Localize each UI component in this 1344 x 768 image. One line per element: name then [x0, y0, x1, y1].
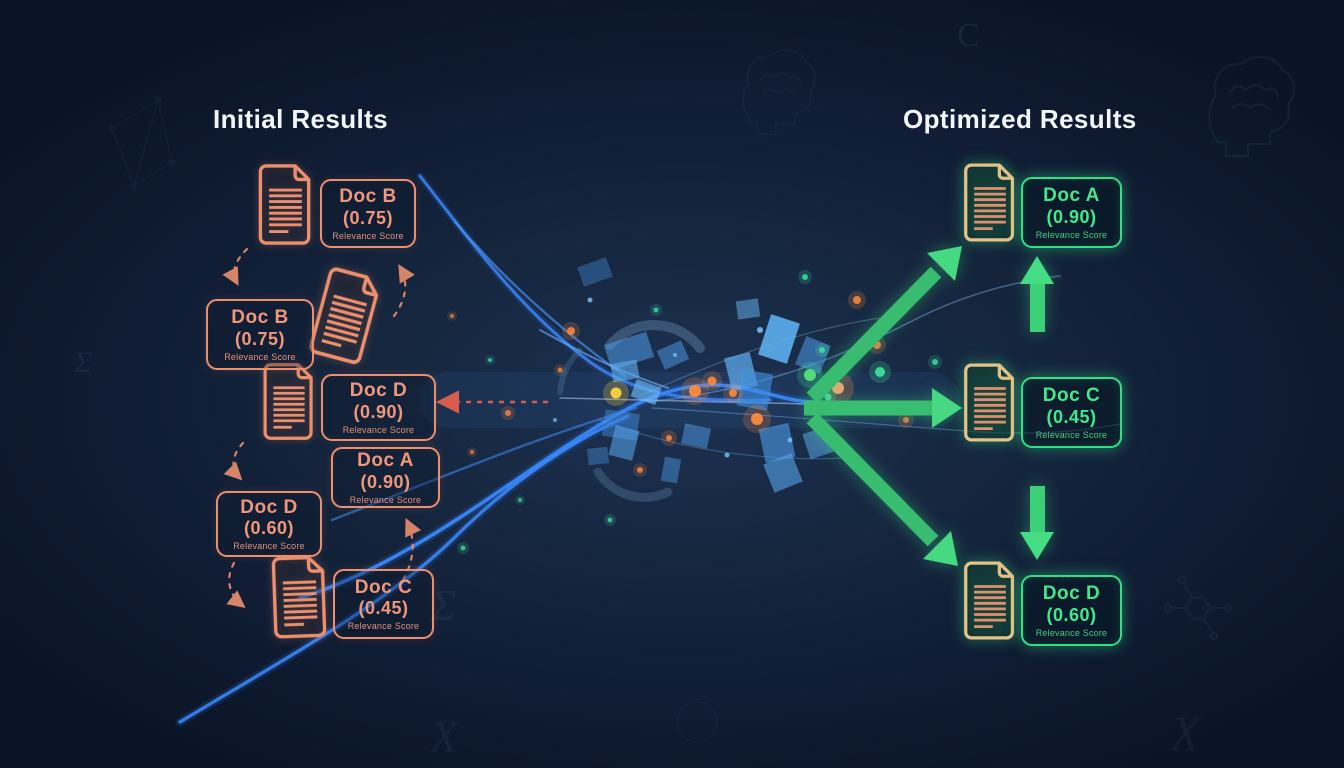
document-icon — [962, 161, 1018, 244]
initial-doc-card: Doc C (0.45) Relevance Score — [333, 569, 434, 639]
document-icon — [305, 264, 387, 368]
doc-name: Doc A — [357, 450, 414, 472]
doc-score: (0.75) — [342, 207, 394, 228]
doc-score: (0.75) — [234, 328, 286, 349]
sigma-glyph: Σ — [73, 346, 92, 379]
doc-name: Doc A — [1043, 185, 1100, 207]
glow-particles — [447, 270, 942, 554]
document-icon — [260, 362, 318, 441]
score-label: Relevance Score — [224, 351, 296, 362]
c-glyph: C — [957, 17, 980, 54]
document-icon — [962, 559, 1018, 642]
network-icon — [108, 96, 176, 190]
initial-doc-card: Doc A (0.90) Relevance Score — [331, 447, 440, 508]
doc-score: (0.45) — [1046, 406, 1097, 427]
document-icon — [256, 163, 315, 246]
optimized-doc-card: Doc D (0.60) Relevance Score — [1021, 575, 1122, 646]
initial-results-title: Initial Results — [213, 104, 389, 134]
score-label: Relevance Score — [347, 621, 420, 632]
initial-doc-card: Doc B (0.75) Relevance Score — [320, 179, 416, 248]
x-glyph: X — [1168, 705, 1203, 761]
doc-score: (0.60) — [1046, 604, 1097, 625]
score-label: Relevance Score — [342, 424, 415, 435]
doc-score: (0.90) — [1046, 206, 1097, 227]
molecule-icon — [1163, 575, 1233, 641]
score-label: Relevance Score — [332, 230, 404, 241]
doc-name: Doc D — [349, 380, 408, 402]
x-glyph: X — [428, 711, 460, 762]
doc-name: Doc C — [354, 576, 413, 598]
doc-score: (0.90) — [353, 401, 404, 422]
doc-score: (0.90) — [360, 471, 411, 492]
light-beam — [420, 372, 960, 428]
doc-name: Doc D — [240, 496, 298, 518]
brain-icon — [742, 49, 817, 135]
score-label: Relevance Score — [1035, 429, 1108, 440]
doc-score: (0.60) — [243, 518, 295, 539]
circle-glyph — [676, 701, 718, 743]
doc-name: Doc C — [1042, 385, 1101, 407]
doc-score: (0.45) — [358, 598, 409, 619]
brain-icon — [1208, 55, 1296, 157]
optimized-doc-card: Doc C (0.45) Relevance Score — [1021, 377, 1122, 448]
initial-doc-card: Doc B (0.75) Relevance Score — [206, 299, 314, 370]
initial-doc-card: Doc D (0.60) Relevance Score — [216, 491, 322, 557]
doc-name: Doc B — [231, 307, 289, 329]
score-label: Relevance Score — [349, 494, 422, 505]
doc-name: Doc B — [339, 186, 397, 208]
document-icon — [962, 361, 1018, 444]
score-label: Relevance Score — [1035, 229, 1108, 240]
document-fragments — [577, 257, 834, 493]
document-icon — [269, 554, 332, 640]
initial-doc-card: Doc D (0.90) Relevance Score — [321, 374, 436, 441]
score-label: Relevance Score — [233, 541, 305, 552]
doc-name: Doc D — [1042, 583, 1101, 605]
score-label: Relevance Score — [1035, 627, 1108, 638]
optimized-results-title: Optimized Results — [903, 104, 1137, 134]
optimized-doc-card: Doc A (0.90) Relevance Score — [1021, 177, 1122, 248]
